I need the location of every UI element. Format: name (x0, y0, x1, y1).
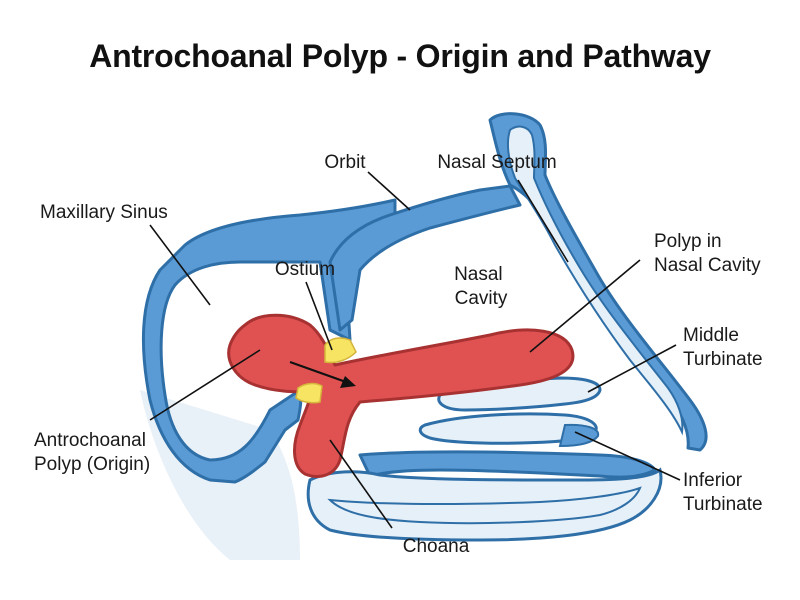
leader-antrochoanal-origin (149, 349, 261, 421)
label-middle-turbinate-line1: Middle (683, 325, 739, 346)
hard-palate (358, 450, 657, 479)
label-nasal-cavity-line2: Cavity (455, 288, 508, 309)
label-nasal-cavity: Nasal Cavity (454, 264, 508, 309)
ostium-lower (295, 382, 323, 404)
leader-orbit (367, 171, 411, 211)
leader-polyp-nasal-cavity (529, 259, 641, 353)
label-polyp-nasal-cavity-line2: Nasal Cavity (654, 255, 761, 276)
label-nasal-septum: Nasal Septum (437, 152, 556, 173)
orbit-floor (328, 184, 522, 332)
leader-ostium (305, 281, 333, 351)
pathway-arrowhead (340, 376, 356, 388)
label-inferior-turbinate-line2: Turbinate (683, 494, 763, 515)
label-antrochoanal-origin-line2: Polyp (Origin) (34, 454, 150, 475)
label-antrochoanal-origin: Antrochoanal Polyp (Origin) (34, 430, 151, 475)
label-orbit: Orbit (324, 152, 366, 173)
pathway-arrow (289, 360, 347, 384)
label-nasal-cavity-line1: Nasal (454, 264, 503, 285)
label-inferior-turbinate-line1: Inferior (683, 470, 743, 491)
label-inferior-turbinate: Inferior Turbinate (683, 470, 763, 515)
label-choana: Choana (403, 536, 470, 557)
label-antrochoanal-origin-line1: Antrochoanal (34, 430, 146, 451)
label-polyp-nasal-cavity-line1: Polyp in (654, 231, 722, 252)
septum-inner-pale (506, 125, 684, 436)
leader-choana (329, 439, 393, 529)
antrochoanal-polyp (227, 313, 575, 478)
label-maxillary-sinus: Maxillary Sinus (40, 202, 168, 223)
diagram-title: Antrochoanal Polyp - Origin and Pathway (89, 38, 711, 74)
label-polyp-nasal-cavity: Polyp in Nasal Cavity (654, 231, 761, 276)
leader-inferior-turbinate (574, 431, 681, 481)
palate-lower-band (327, 486, 642, 525)
leader-lines (149, 171, 681, 529)
label-middle-turbinate: Middle Turbinate (683, 325, 763, 370)
leader-maxillary-sinus (149, 224, 211, 306)
ostium-upper (324, 337, 357, 364)
leader-nasal-septum (517, 179, 569, 263)
label-middle-turbinate-line2: Turbinate (683, 349, 763, 370)
inferior-turbinate-lower (558, 423, 600, 448)
label-ostium: Ostium (275, 259, 335, 280)
leader-middle-turbinate (587, 344, 677, 393)
